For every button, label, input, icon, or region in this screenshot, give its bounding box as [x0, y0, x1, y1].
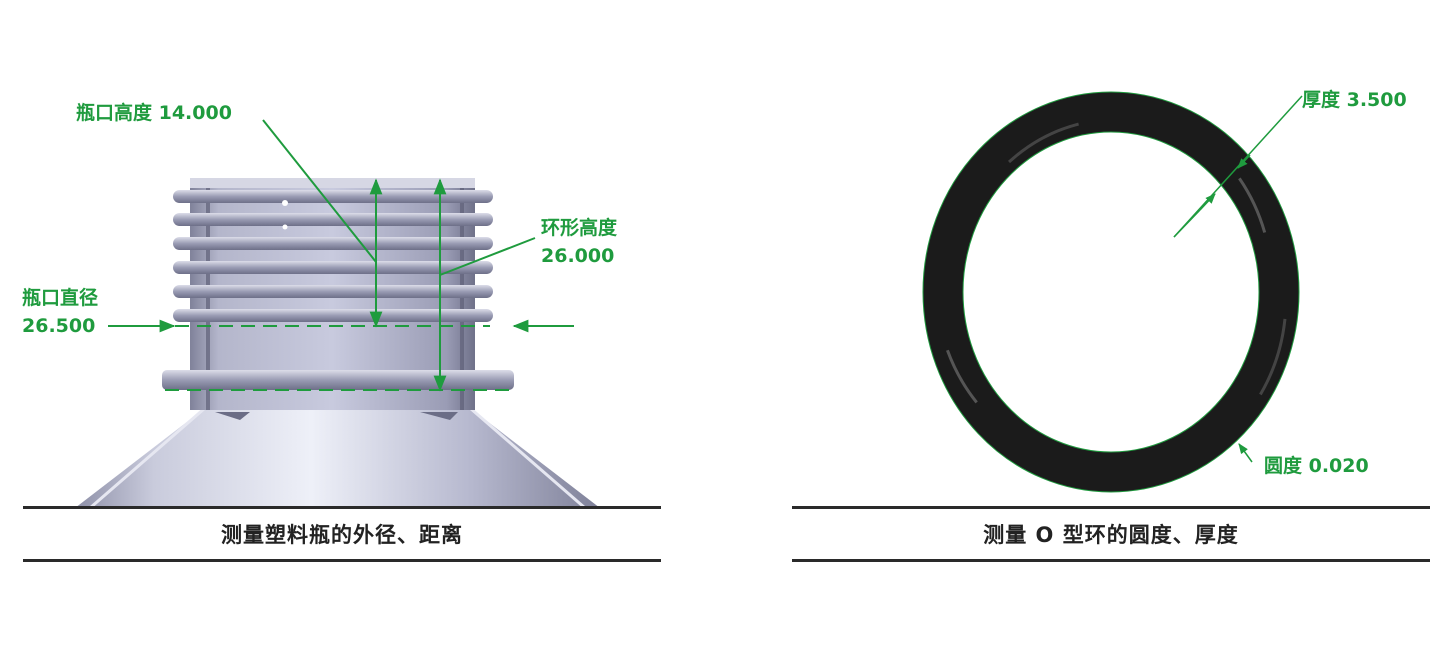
- bottle-threads: [173, 190, 493, 322]
- neck-diameter-value: 26.500: [22, 315, 96, 337]
- ring-height-label: 环形高度 26.000: [541, 214, 617, 270]
- neck-diameter-title: 瓶口直径: [22, 287, 99, 309]
- neck-height-label: 瓶口高度 14.000: [76, 102, 232, 124]
- bottle-caption-bar: 测量塑料瓶的外径、距离: [23, 506, 661, 562]
- bottle-measurement-panel: 瓶口高度 14.000 环形高度 26.000 瓶口直径 26.500 测量塑料…: [0, 0, 700, 647]
- oring-shape: [923, 92, 1299, 492]
- bottle-shoulder: [75, 408, 600, 508]
- oring-illustration: [922, 91, 1303, 493]
- roundness-label: 圆度 0.020: [1264, 455, 1369, 477]
- ring-height-title: 环形高度: [541, 217, 618, 239]
- ring-height-value: 26.000: [541, 245, 615, 267]
- bottle-neck-illustration: [75, 119, 600, 510]
- oring-caption: 测量 O 型环的圆度、厚度: [983, 523, 1239, 547]
- thickness-label: 厚度 3.500: [1302, 89, 1407, 111]
- oring-caption-bar: 测量 O 型环的圆度、厚度: [792, 506, 1430, 562]
- neck-diameter-label: 瓶口直径 26.500: [22, 284, 98, 340]
- bottle-flange: [162, 370, 514, 390]
- bottle-caption: 测量塑料瓶的外径、距离: [221, 523, 463, 547]
- oring-measurement-panel: 厚度 3.500 圆度 0.020 测量 O 型环的圆度、厚度: [770, 0, 1435, 647]
